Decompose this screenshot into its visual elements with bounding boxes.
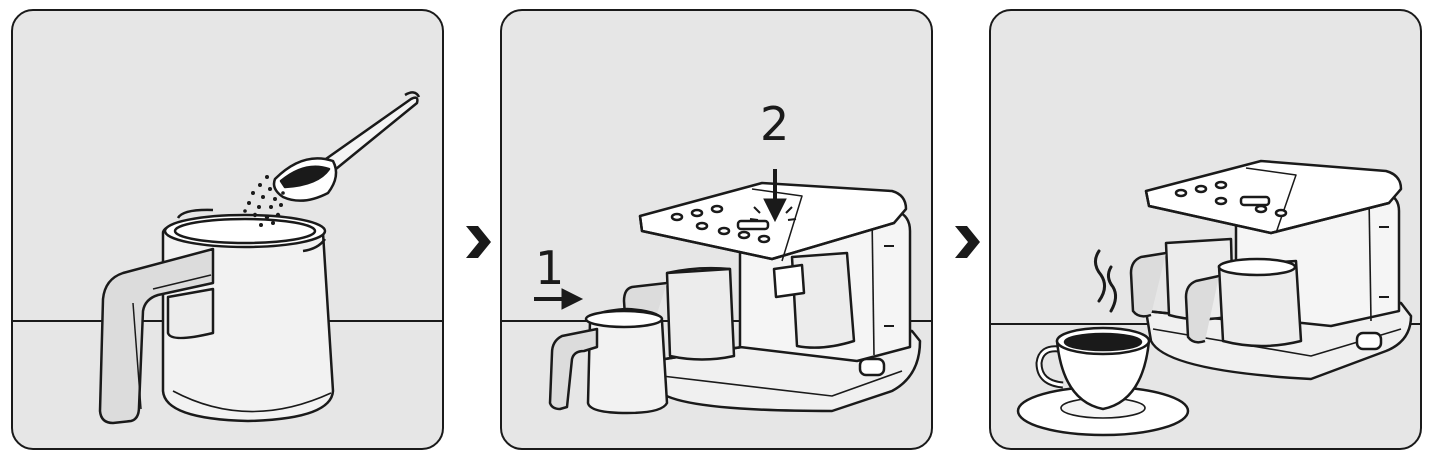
- coffee-machine-icon: [622, 181, 922, 413]
- coffee-ready-illustration: [991, 159, 1420, 437]
- saucer-icon: [1016, 385, 1190, 437]
- step-number-label: 2: [760, 97, 790, 151]
- step-panel-start-machine: 1 2: [500, 9, 933, 450]
- add-coffee-illustration: [13, 91, 442, 425]
- measuring-spoon-icon: [272, 91, 421, 202]
- start-machine-illustration: [502, 169, 931, 415]
- step-panel-add-coffee: [11, 9, 444, 450]
- coffee-machine-icon: [1129, 159, 1413, 381]
- coffee-grounds-icon: [243, 175, 285, 227]
- chevron-right-icon: [466, 226, 491, 258]
- button-press-icon: [749, 206, 797, 221]
- arrow-down-icon: [763, 169, 787, 223]
- arrow-right-icon: [534, 288, 584, 310]
- kettle-icon: [548, 307, 669, 415]
- coffee-cup-icon: [1035, 326, 1151, 411]
- kettle-icon: [98, 208, 335, 425]
- steam-icon: [1094, 249, 1118, 313]
- step-number-label: 1: [535, 241, 565, 295]
- step-panel-coffee-ready: [989, 9, 1422, 450]
- chevron-right-icon: [955, 226, 980, 258]
